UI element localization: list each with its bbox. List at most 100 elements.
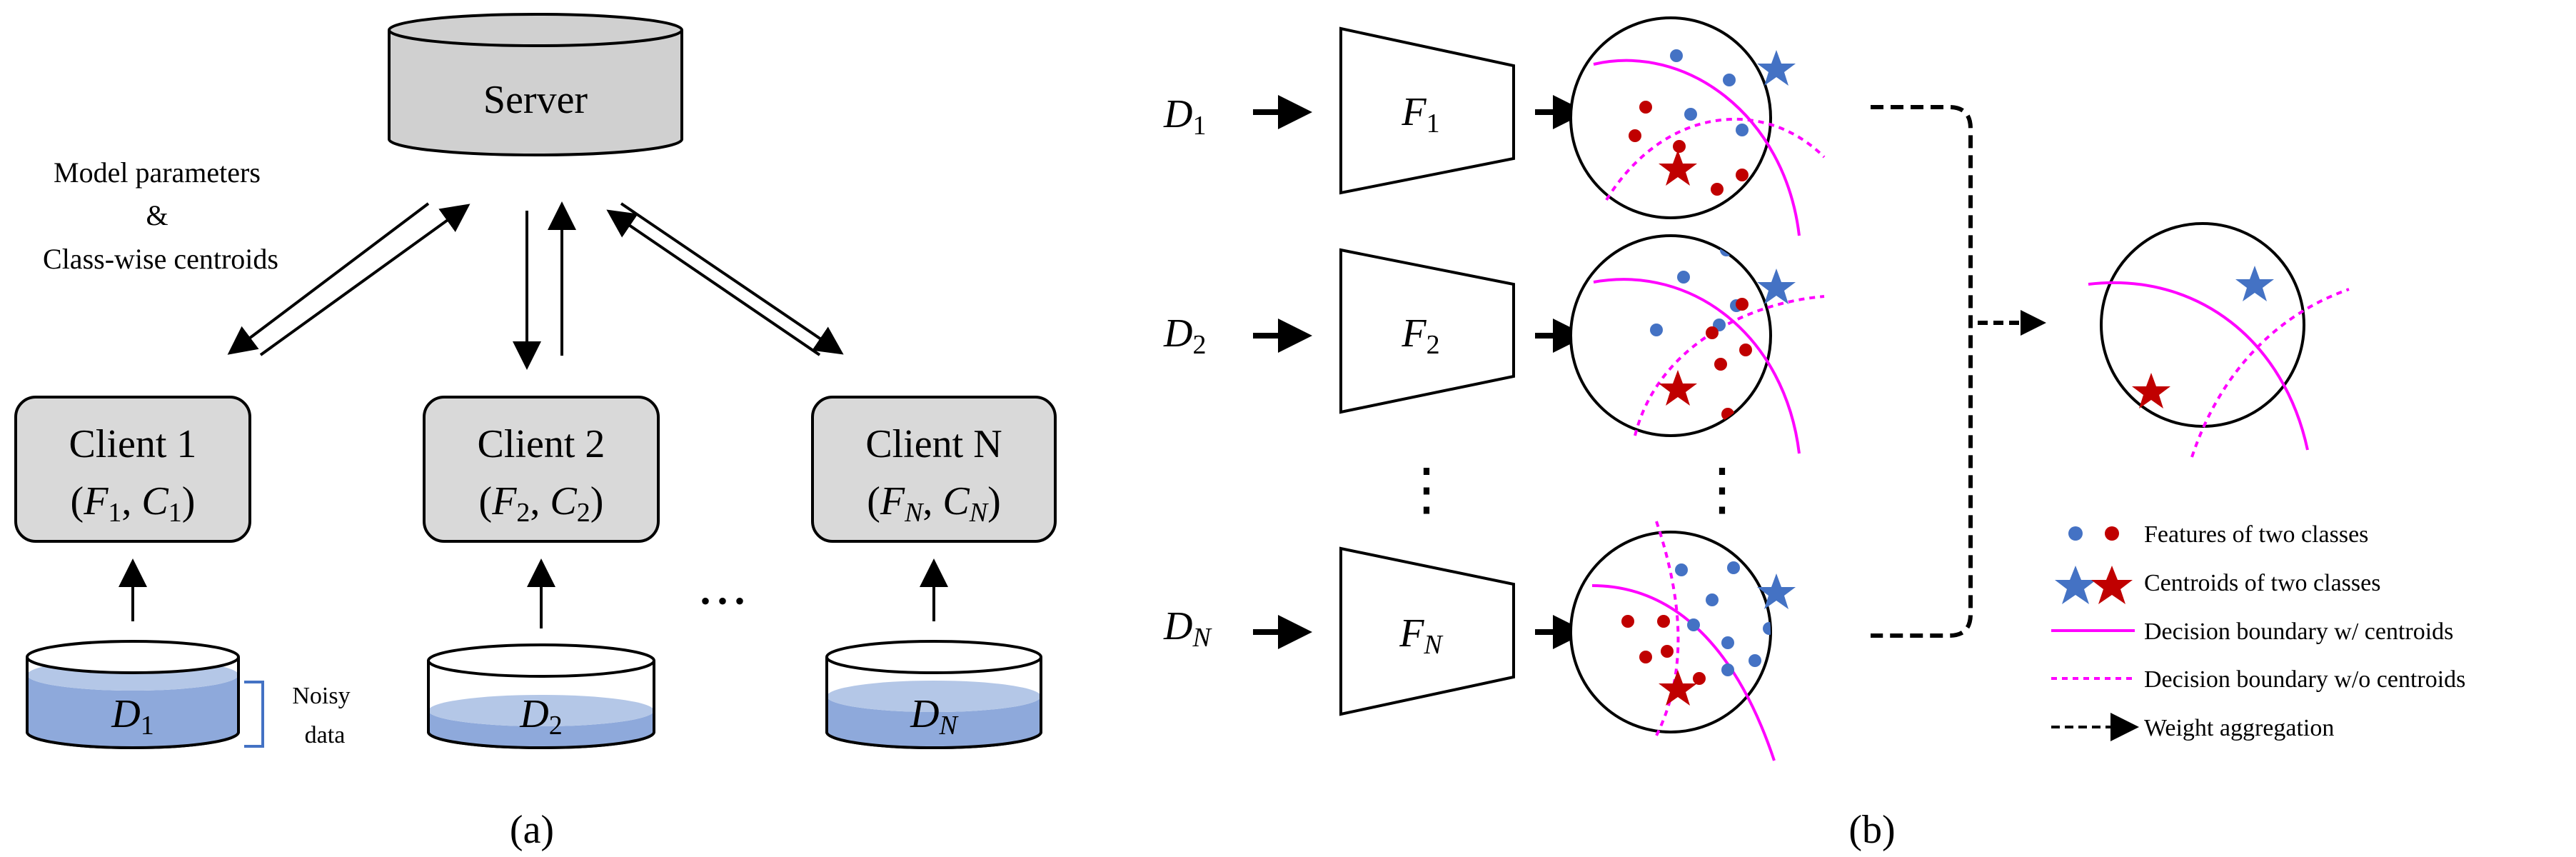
noisy-label-line2: data: [305, 722, 346, 748]
row-2-F-sub: 2: [1427, 330, 1440, 360]
client-n-name: Client N: [865, 422, 1002, 466]
dataset-2-sub: 2: [549, 711, 563, 741]
client-1-name: Client 1: [69, 422, 197, 466]
client-n-C: C: [942, 479, 970, 523]
caption-a: (a): [510, 808, 554, 852]
row-n: DN FN: [1163, 546, 1587, 716]
boundary-with-centroids-2: [1593, 278, 1801, 454]
row-n-D: D: [1163, 604, 1192, 648]
row-1-F: F: [1401, 90, 1427, 134]
panel-a: Server Model parameters & Class-wise cen…: [14, 13, 1057, 852]
data-to-client-arrows: [119, 558, 948, 628]
svg-text:D2: D2: [1163, 311, 1206, 360]
communication-label: Model parameters & Class-wise centroids: [43, 156, 278, 275]
clients-ellipsis: • • •: [700, 585, 745, 617]
row-2-D-sub: 2: [1192, 330, 1206, 360]
aggregated-space: [2088, 222, 2350, 458]
aggregated-boundary-without: [2190, 288, 2350, 458]
feature-space-1: [1569, 16, 1826, 236]
dataset-n-D: D: [910, 692, 939, 736]
svg-text:F2: F2: [1401, 311, 1439, 360]
legend-boundary-without: Decision boundary w/o centroids: [2144, 666, 2465, 693]
boundary-without-centroids-2: [1634, 295, 1825, 436]
dataset-1-sub: 1: [141, 711, 154, 741]
sync-arrows: [227, 201, 844, 370]
svg-text:DN: DN: [910, 692, 959, 741]
legend-aggregation: Weight aggregation: [2144, 715, 2334, 741]
vdots-encoders: ⋮: [1398, 458, 1455, 521]
client-2-F: F: [491, 479, 517, 523]
svg-text:DN: DN: [1163, 604, 1212, 653]
comm-label-line2: &: [146, 199, 168, 231]
dataset-cylinder-n: DN: [825, 640, 1042, 749]
comm-label-line1: Model parameters: [54, 156, 261, 189]
boundary-with-centroids-1: [1593, 59, 1801, 236]
row-1-F-sub: 1: [1427, 109, 1440, 139]
client-box-1: Client 1 (F1, C1): [14, 396, 251, 543]
client-1-F: F: [83, 479, 109, 523]
svg-text:D2: D2: [519, 692, 562, 741]
dataset-2-D: D: [519, 692, 548, 736]
noisy-data-bracket: [244, 681, 264, 748]
row-1: D1 F1: [1163, 26, 1587, 195]
client-1-C-sub: 1: [168, 498, 182, 528]
caption-b: (b): [1848, 808, 1895, 852]
arrow-client1-to-server: [259, 204, 471, 356]
panel-b: D1 F1 D2 F2 DN FN ⋮ ⋮: [1163, 16, 2465, 852]
svg-text:D1: D1: [1163, 92, 1206, 141]
row-n-F: F: [1399, 611, 1424, 656]
server-cylinder: Server: [388, 13, 683, 156]
aggregation-connector: [1871, 105, 1973, 638]
client-1-C: C: [141, 479, 168, 523]
legend-boundary-with: Decision boundary w/ centroids: [2144, 618, 2453, 645]
dataset-cylinder-1: D1: [26, 640, 240, 749]
boundary-without-centroids-n: [1655, 521, 1680, 736]
svg-text:(F1, C1): (F1, C1): [71, 479, 196, 528]
row-1-D: D: [1163, 92, 1192, 136]
client-2-name: Client 2: [478, 422, 605, 466]
row-n-F-sub: N: [1423, 630, 1444, 660]
dataset-cylinder-2: D2: [427, 643, 655, 749]
boundary-with-centroids-n: [1591, 584, 1776, 761]
legend-red-dot: [2105, 526, 2119, 541]
svg-text:(FN, CN): (FN, CN): [867, 479, 1001, 528]
row-2-F: F: [1401, 311, 1427, 356]
client-box-2: Client 2 (F2, C2): [423, 396, 660, 543]
client-n-F: F: [880, 479, 905, 523]
client-1-F-sub: 1: [108, 498, 121, 528]
client-n-F-sub: N: [904, 498, 925, 528]
client-box-n: Client N (FN, CN): [811, 396, 1057, 543]
dataset-n-sub: N: [939, 711, 960, 741]
encoder-f1: [1339, 26, 1515, 195]
arrow-clientN-to-server: [606, 209, 821, 356]
feature-space-n: [1569, 521, 1796, 761]
legend: Features of two classes Centroids of two…: [2051, 521, 2465, 741]
feature-space-2: [1569, 234, 1825, 454]
client-n-C-sub: N: [969, 498, 990, 528]
vdots-spaces: ⋮: [1694, 458, 1751, 521]
row-2: D2 F2: [1163, 248, 1587, 414]
comm-label-line3: Class-wise centroids: [43, 243, 278, 275]
svg-text:F1: F1: [1401, 90, 1439, 139]
legend-red-star: [2091, 566, 2133, 604]
legend-features: Features of two classes: [2144, 521, 2368, 548]
legend-centroids: Centroids of two classes: [2144, 570, 2380, 596]
encoder-fn: [1339, 546, 1515, 716]
legend-blue-star: [2055, 566, 2096, 604]
legend-blue-dot: [2068, 526, 2083, 541]
server-label: Server: [483, 78, 588, 122]
dataset-1-D: D: [111, 692, 140, 736]
aggregated-boundary-with: [2088, 281, 2309, 451]
client-2-F-sub: 2: [516, 498, 530, 528]
encoder-f2: [1339, 248, 1515, 414]
client-2-C-sub: 2: [577, 498, 590, 528]
svg-text:FN: FN: [1399, 611, 1444, 660]
client-2-C: C: [550, 479, 577, 523]
noisy-label-line1: Noisy: [292, 683, 350, 709]
svg-text:D1: D1: [111, 692, 154, 741]
arrow-server-to-client1: [227, 202, 430, 355]
arrow-server-to-clientN: [620, 202, 844, 355]
row-2-D: D: [1163, 311, 1192, 356]
svg-text:(F2, C2): (F2, C2): [479, 479, 604, 528]
